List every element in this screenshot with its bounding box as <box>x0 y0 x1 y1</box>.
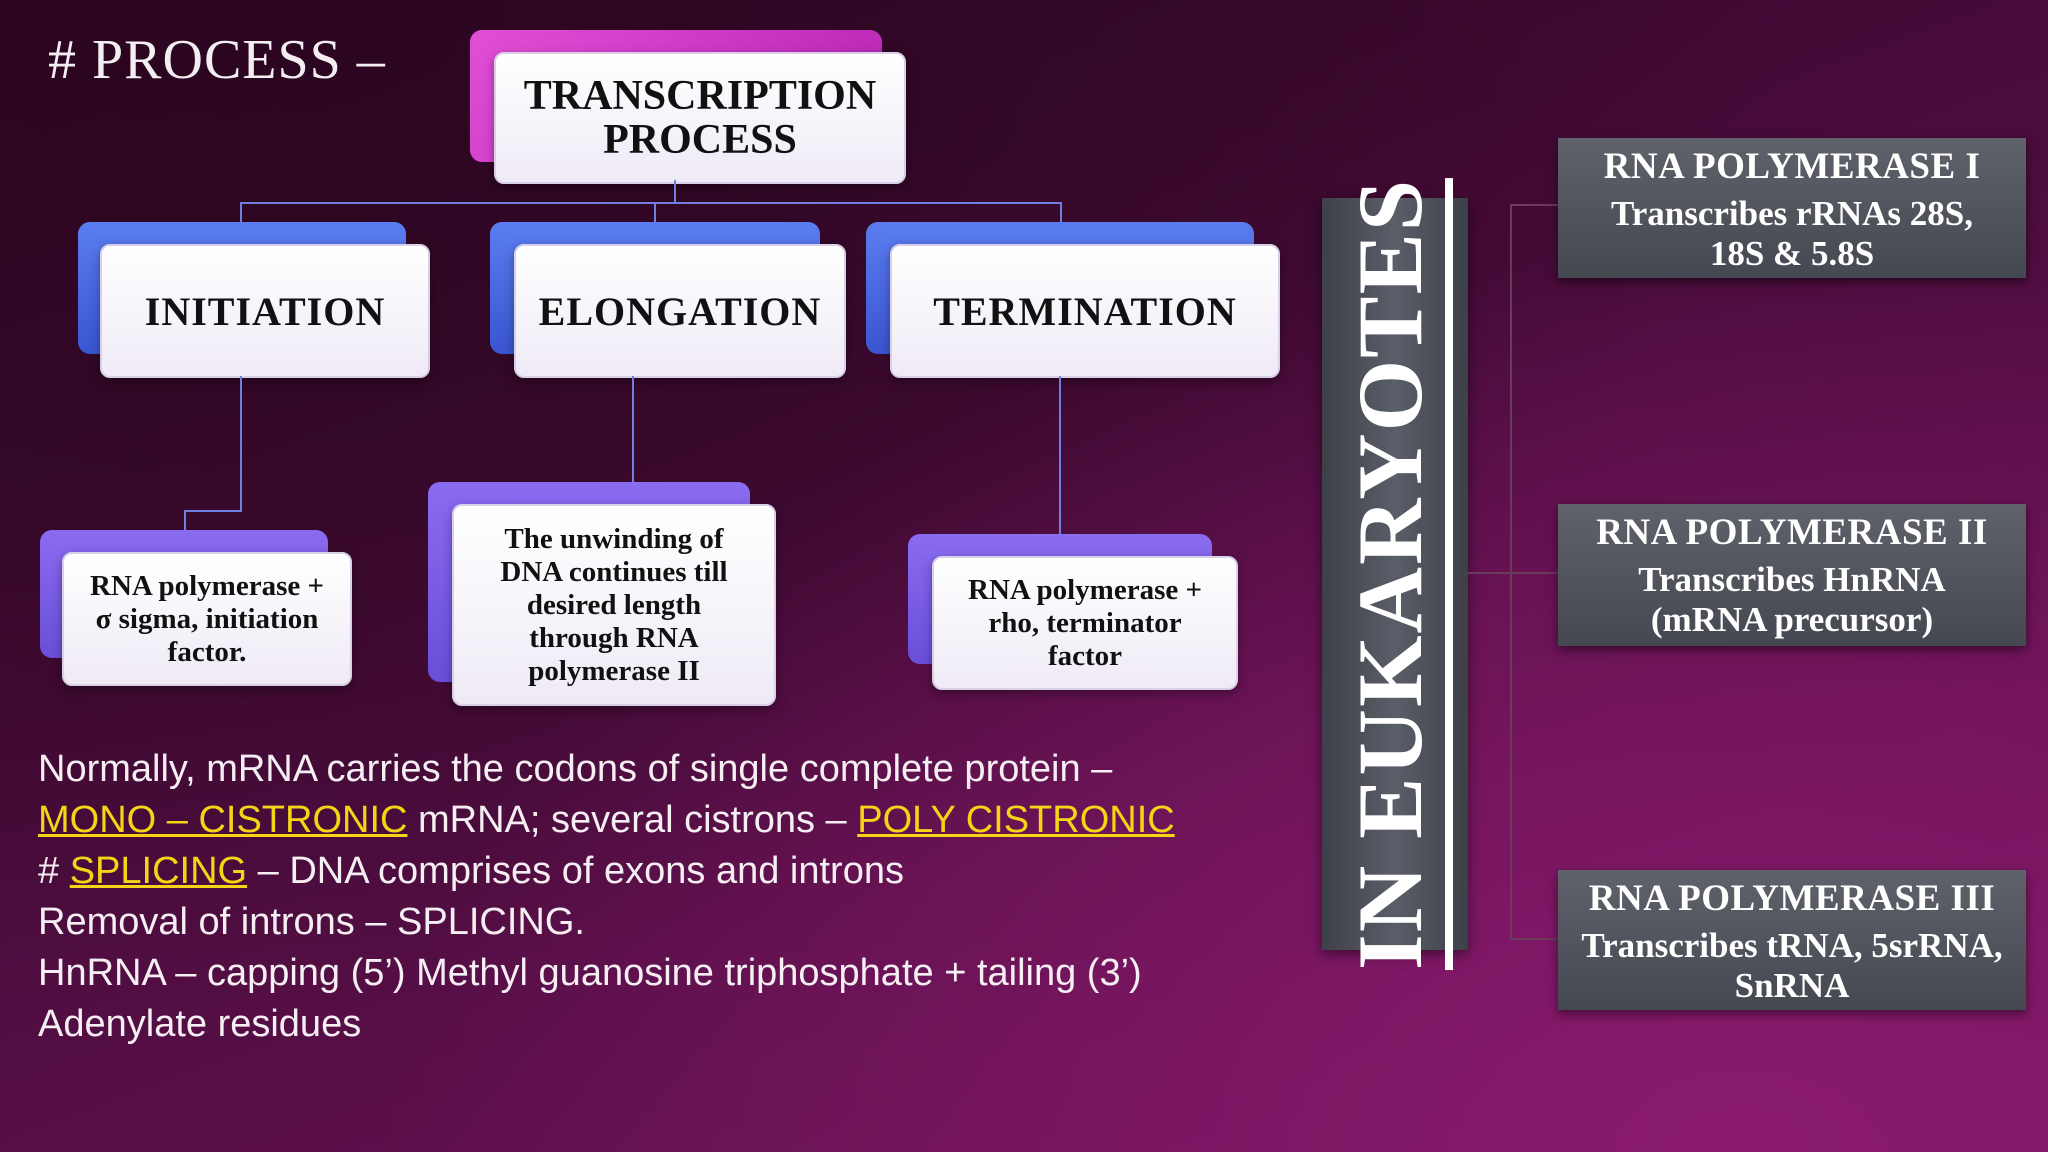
polymerase-3-title: RNA POLYMERASE III <box>1588 878 1996 919</box>
polymerase-1-desc-line: Transcribes rRNAs 28S, <box>1611 194 1973 233</box>
polymerase-3-desc-line: Transcribes tRNA, 5srRNA, <box>1581 926 2003 965</box>
polymerase-1-title: RNA POLYMERASE I <box>1603 146 1981 187</box>
notes-line-6: Adenylate residues <box>38 1003 362 1045</box>
connector <box>1059 376 1061 536</box>
notes-line-3-rest: – DNA comprises of exons and introns <box>247 850 904 892</box>
connector <box>1510 938 1558 940</box>
connector <box>674 180 676 204</box>
elongation-box: ELONGATION <box>514 244 846 378</box>
initiation-box: INITIATION <box>100 244 430 378</box>
title-line-1: TRANSCRIPTION <box>523 73 877 119</box>
polymerase-3-desc-line: SnRNA <box>1734 966 1850 1005</box>
polymerase-2-desc-line: (mRNA precursor) <box>1650 600 1934 639</box>
eukaryotes-bar: IN EUKARYOTES <box>1322 177 1468 971</box>
elongation-desc-line: through RNA <box>529 621 699 654</box>
termination-label: TERMINATION <box>933 288 1237 334</box>
polymerase-2-desc-line: Transcribes HnRNA <box>1638 560 1946 599</box>
notes-line-5: HnRNA – capping (5’) Methyl guanosine tr… <box>38 952 1142 994</box>
polymerase-1-desc-line: 18S & 5.8S <box>1709 234 1875 273</box>
polymerase-3-box: RNA POLYMERASE III Transcribes tRNA, 5sr… <box>1558 870 2026 1010</box>
notes-line-3-prefix: # <box>38 850 70 892</box>
notes-line-1: Normally, mRNA carries the codons of sin… <box>38 748 1113 790</box>
elongation-desc-line: desired length <box>526 588 702 621</box>
connector <box>184 510 186 532</box>
connector <box>184 510 242 512</box>
elongation-desc-line: polymerase II <box>528 654 700 687</box>
termination-desc-line: factor <box>1047 639 1123 672</box>
initiation-desc-line: σ sigma, initiation <box>95 602 319 635</box>
initiation-desc-line: RNA polymerase + <box>90 569 324 602</box>
connector <box>1468 572 1558 574</box>
notes-line-4: Removal of introns – SPLICING. <box>38 901 585 943</box>
termination-description: RNA polymerase + rho, terminator factor <box>932 556 1238 690</box>
notes-text: Normally, mRNA carries the codons of sin… <box>38 744 1338 1050</box>
polymerase-1-box: RNA POLYMERASE I Transcribes rRNAs 28S, … <box>1558 138 2026 278</box>
connector <box>632 376 634 534</box>
initiation-desc-line: factor. <box>167 635 247 668</box>
notes-line-2-mid: mRNA; several cistrons – <box>407 799 858 841</box>
elongation-desc-line: DNA continues till <box>500 555 728 588</box>
polymerase-2-desc: Transcribes HnRNA (mRNA precursor) <box>1558 560 2026 640</box>
elongation-desc-line: The unwinding of <box>504 522 724 555</box>
splicing-highlight: SPLICING <box>69 850 248 892</box>
notes-line-2: MONO – CISTRONIC mRNA; several cistrons … <box>38 795 1338 846</box>
polymerase-3-desc: Transcribes tRNA, 5srRNA, SnRNA <box>1558 926 2026 1006</box>
polymerase-1-desc: Transcribes rRNAs 28S, 18S & 5.8S <box>1558 194 2026 274</box>
polymerase-2-box: RNA POLYMERASE II Transcribes HnRNA (mRN… <box>1558 504 2026 646</box>
slide-heading: # PROCESS – <box>48 29 386 91</box>
termination-desc-line: RNA polymerase + <box>968 573 1202 606</box>
connector <box>240 376 242 512</box>
elongation-label: ELONGATION <box>538 288 822 334</box>
title-box: TRANSCRIPTION PROCESS <box>494 52 906 184</box>
poly-cistronic-highlight: POLY CISTRONIC <box>857 799 1175 841</box>
connector <box>1510 204 1558 206</box>
notes-line-3: # SPLICING – DNA comprises of exons and … <box>38 846 1338 897</box>
elongation-description: The unwinding of DNA continues till desi… <box>452 504 776 706</box>
initiation-label: INITIATION <box>144 288 386 334</box>
mono-cistronic-highlight: MONO – CISTRONIC <box>38 799 408 841</box>
eukaryotes-label: IN EUKARYOTES <box>1337 177 1453 971</box>
polymerase-2-title: RNA POLYMERASE II <box>1596 512 1988 553</box>
initiation-description: RNA polymerase + σ sigma, initiation fac… <box>62 552 352 686</box>
connector <box>240 202 1062 204</box>
termination-box: TERMINATION <box>890 244 1280 378</box>
title-line-2: PROCESS <box>603 117 797 163</box>
termination-desc-line: rho, terminator <box>988 606 1182 639</box>
